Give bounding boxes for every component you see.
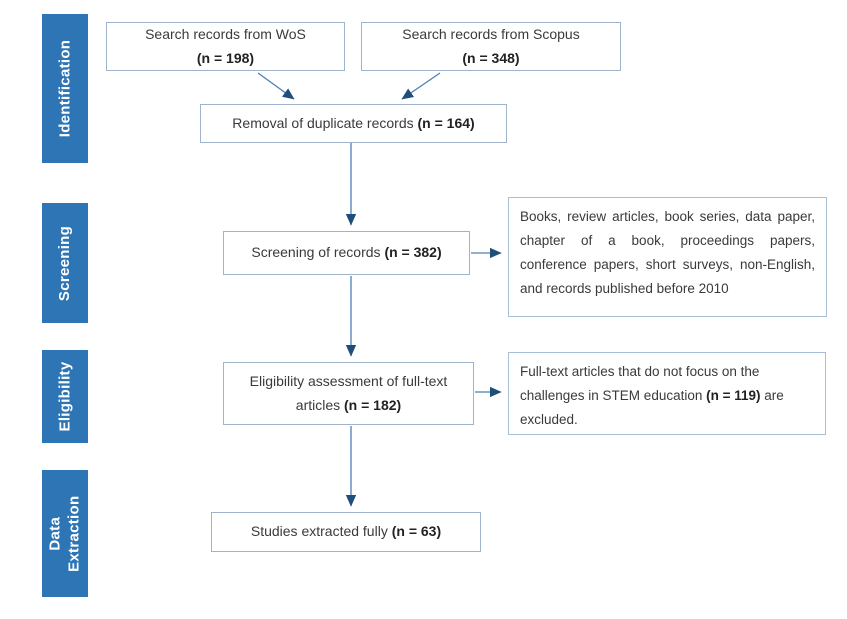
flow-box-screening: Screening of records (n = 382) bbox=[223, 231, 470, 275]
arrow-wos-to-removal bbox=[257, 72, 295, 100]
flow-box-studies-extracted: Studies extracted fully (n = 63) bbox=[211, 512, 481, 552]
flow-box-search-scopus: Search records from Scopus (n = 348) bbox=[361, 22, 621, 71]
flow-box-duplicate-removal: Removal of duplicate records (n = 164) bbox=[200, 104, 507, 143]
stage-bar-identification: Identification bbox=[42, 14, 88, 163]
stage-bar-eligibility: Eligibility bbox=[42, 350, 88, 443]
box-count: (n = 182) bbox=[344, 396, 402, 413]
box-label: Removal of duplicate records bbox=[232, 114, 418, 131]
stage-label-data-extraction: Data Extraction bbox=[46, 495, 83, 572]
box-count: (n = 164) bbox=[417, 114, 475, 131]
exclusion-text: Books, review articles, book series, dat… bbox=[520, 209, 815, 297]
box-count: (n = 198) bbox=[196, 49, 255, 66]
exclusion-text-after: are excluded. bbox=[520, 388, 784, 428]
flow-box-text: Search records from WoS (n = 198) bbox=[145, 23, 306, 71]
flow-box-eligibility: Eligibility assessment of full-text arti… bbox=[223, 362, 474, 425]
box-count: (n = 348) bbox=[462, 49, 520, 66]
flow-box-text: Studies extracted fully (n = 63) bbox=[251, 520, 441, 544]
box-label: Studies extracted fully bbox=[250, 523, 392, 540]
flow-box-text: Removal of duplicate records (n = 164) bbox=[232, 112, 474, 136]
flow-box-text: Search records from Scopus (n = 348) bbox=[402, 23, 579, 71]
stage-label-eligibility: Eligibility bbox=[56, 361, 74, 432]
arrow-scopus-to-removal bbox=[401, 72, 441, 100]
stage-bar-data-extraction: Data Extraction bbox=[42, 470, 88, 597]
exclusion-box-screening: Books, review articles, book series, dat… bbox=[508, 197, 827, 317]
box-label: Eligibility assessment of full-text arti… bbox=[249, 372, 448, 413]
box-count: (n = 382) bbox=[384, 244, 442, 261]
box-label: Search records from Scopus bbox=[402, 25, 580, 42]
box-count: (n = 63) bbox=[391, 523, 442, 540]
exclusion-box-eligibility: Full-text articles that do not focus on … bbox=[508, 352, 826, 435]
stage-bar-screening: Screening bbox=[42, 203, 88, 323]
flow-box-search-wos: Search records from WoS (n = 198) bbox=[106, 22, 345, 71]
box-label: Search records from WoS bbox=[145, 25, 306, 42]
stage-label-screening: Screening bbox=[56, 225, 74, 301]
flow-box-text: Screening of records (n = 382) bbox=[251, 241, 441, 265]
flow-box-text: Eligibility assessment of full-text arti… bbox=[232, 370, 465, 418]
box-label: Screening of records bbox=[251, 244, 385, 261]
exclusion-count: (n = 119) bbox=[706, 388, 761, 404]
stage-label-identification: Identification bbox=[56, 39, 74, 138]
exclusion-text: Full-text articles that do not focus on … bbox=[520, 364, 760, 404]
